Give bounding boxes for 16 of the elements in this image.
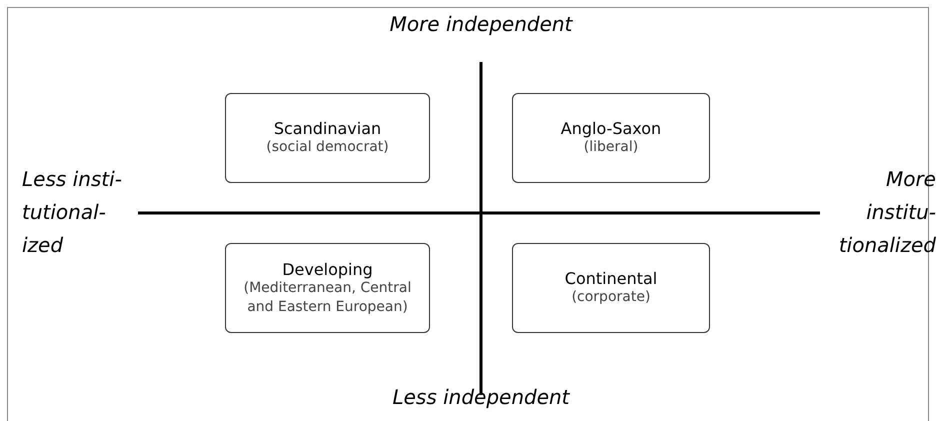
box-description: (corporate) — [572, 288, 650, 307]
box-heading: Scandinavian — [274, 119, 382, 138]
axis-label: Less insti-tutional-ized — [22, 166, 123, 259]
box-heading: Developing — [282, 260, 373, 280]
axis-label: Less independent — [391, 384, 571, 411]
quadrant-box — [512, 93, 710, 183]
quadrant-box — [225, 93, 430, 183]
box-description: (Mediterranean, Central and Eastern European) — [242, 279, 412, 316]
axis-label: More independent — [388, 11, 574, 38]
axis-label: More institu-tionalized — [838, 166, 936, 259]
box-description: (liberal) — [584, 138, 638, 157]
quadrant-box — [225, 243, 430, 333]
box-heading: Continental — [564, 269, 658, 288]
box-description: (social democrat) — [266, 138, 389, 157]
quadrant-box — [512, 243, 710, 333]
box-heading: Anglo-Saxon — [560, 119, 662, 138]
